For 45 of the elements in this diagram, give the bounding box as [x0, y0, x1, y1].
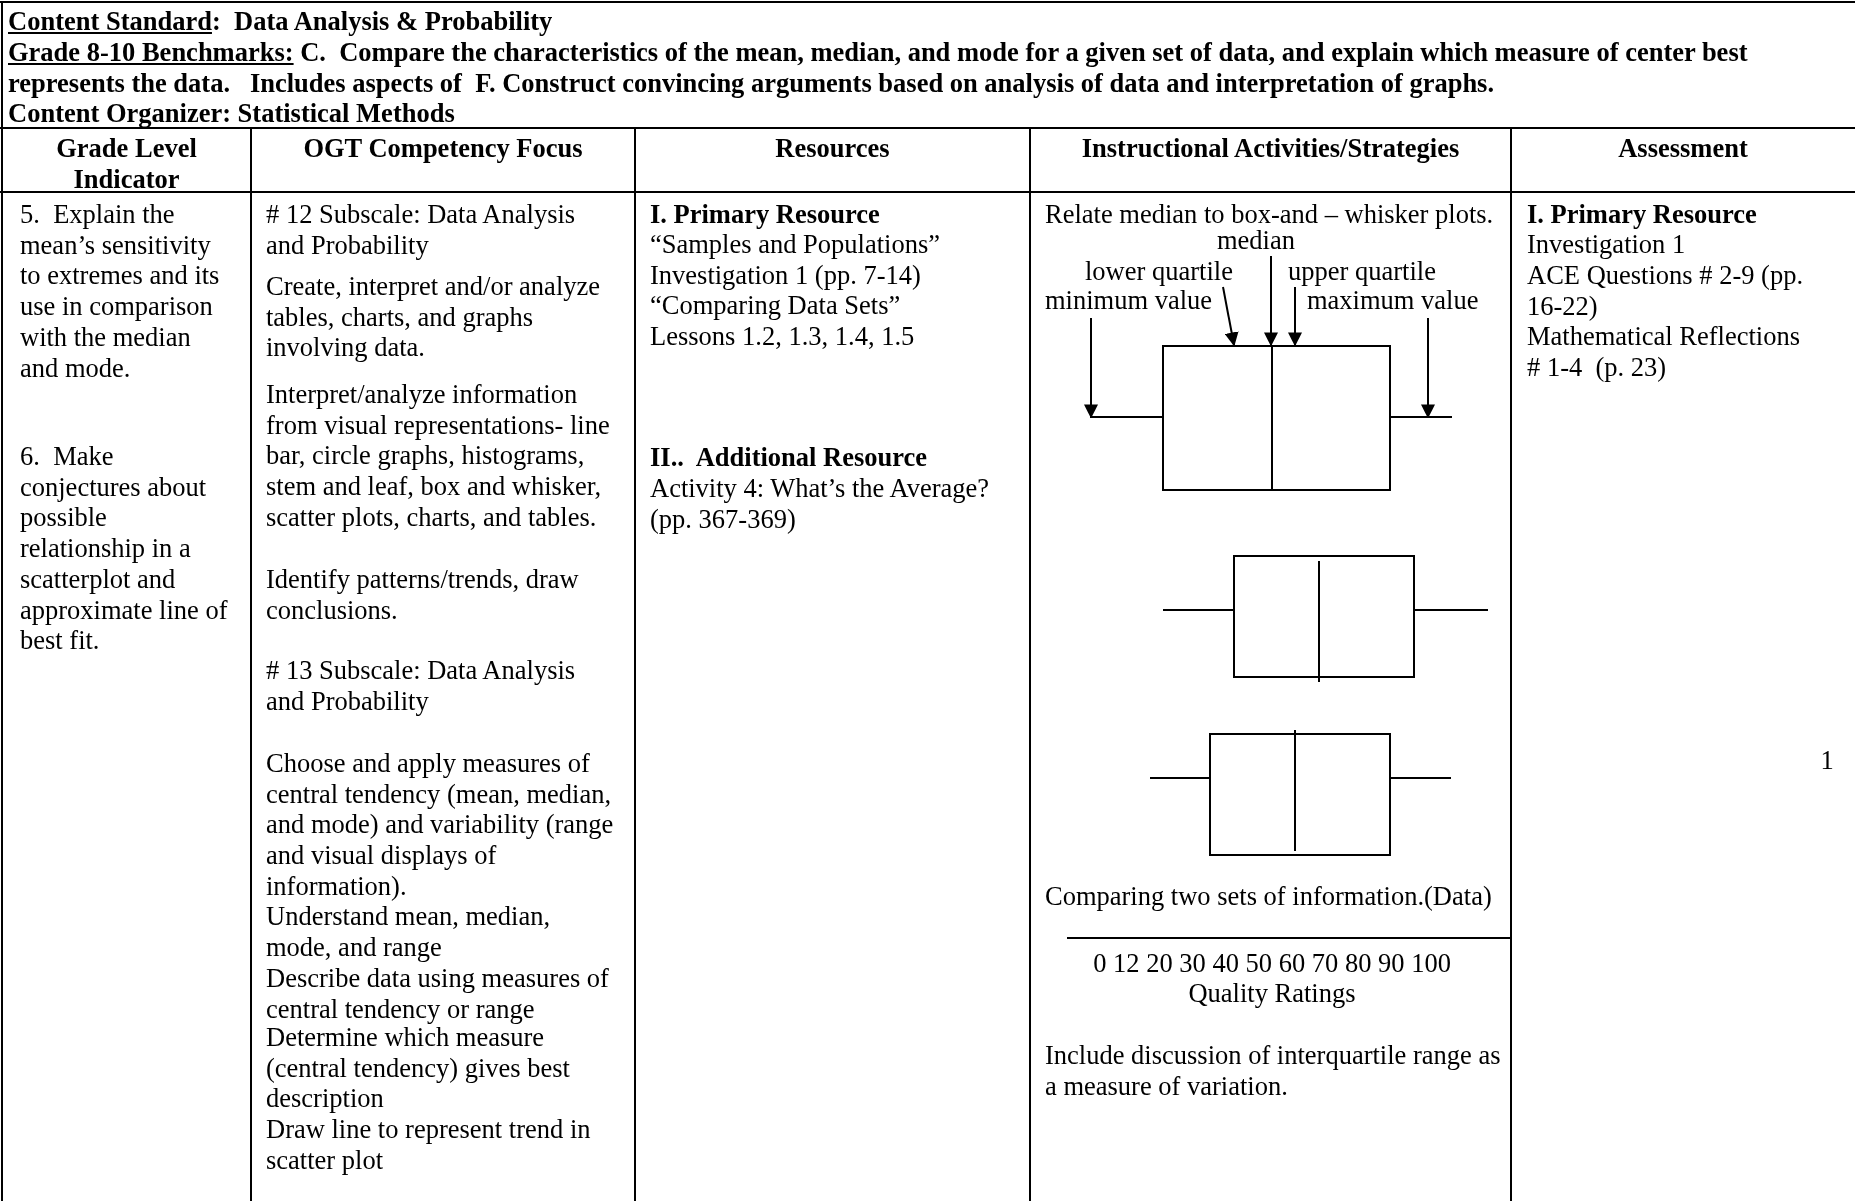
heading-text: Grade 8-10 Benchmarks: C. Compare the characteristics of the mean, median, and mode for a given set of data, and explain which measure of center best represents the data. Includes aspects of F. Construct convincing arguments based on analysis of data and interpretation of graphs.: [8, 37, 1749, 99]
cell-text: Investigation 1: [1527, 229, 1687, 260]
cell-text: # 13 Subscale: Data Analysis and Probability: [266, 655, 577, 717]
cell-text: Mathematical Reflections # 1-4 (p. 23): [1527, 321, 1801, 383]
cell-text: Describe data using measures of central tendency or range: [266, 963, 610, 1025]
cell-text: “Samples and Populations”: [650, 229, 941, 260]
cell-text: Identify patterns/trends, draw conclusions.: [266, 564, 580, 626]
cell-text: ACE Questions # 2-9 (pp. 16-22): [1527, 260, 1805, 322]
axis-tick-labels: 0 12 20 30 40 50 60 70 80 90 100: [1092, 948, 1452, 979]
cell-text: Interpret/analyze information from visual representations- line bar, circle graphs, histograms, stem and leaf, box and whisker, scatter plots, charts, and tables.: [266, 379, 611, 533]
cell-text: Comparing two sets of information.(Data): [1045, 881, 1493, 912]
cell-text: I. Primary Resource: [650, 199, 881, 230]
cell-text: “Comparing Data Sets”: [650, 290, 902, 321]
column-header: Grade Level Indicator: [55, 133, 198, 195]
leader-line: [1288, 286, 1302, 347]
heading-text: Content Organizer: Statistical Methods: [8, 98, 456, 129]
leader-line: [1084, 317, 1098, 419]
column-header: Resources: [774, 133, 891, 164]
cell-text: II.. Additional Resource: [650, 442, 929, 473]
cell-text: 6. Make conjectures about possible relationship in a scatterplot and approximate line of best fit.: [20, 441, 229, 656]
cell-text: Create, interpret and/or analyze tables, charts, and graphs involving data.: [266, 271, 602, 364]
heading-text: Content Standard: Data Analysis & Probability: [8, 6, 554, 37]
annotation-text: minimum value: [1045, 285, 1213, 316]
cell-text: # 12 Subscale: Data Analysis and Probability: [266, 199, 577, 261]
leader-line: [1421, 317, 1435, 419]
box-plot-drawing: [1089, 345, 1453, 491]
column-header: OGT Competency Focus: [302, 133, 584, 164]
cell-text: Lessons 1.2, 1.3, 1.4, 1.5: [650, 321, 916, 352]
axis-title: Quality Ratings: [1187, 978, 1357, 1009]
column-header: Instructional Activities/Strategies: [1080, 133, 1461, 164]
annotation-text: maximum value: [1307, 285, 1479, 316]
page-number: 1: [1819, 745, 1835, 776]
leader-line: [1222, 286, 1239, 347]
cell-text: I. Primary Resource: [1527, 199, 1758, 230]
annotation-text: lower quartile: [1085, 256, 1233, 287]
cell-text: Include discussion of interquartile range as a measure of variation.: [1045, 1040, 1502, 1102]
cell-text: Choose and apply measures of central tendency (mean, median, and mode) and variability (range and visual displays of information).: [266, 748, 615, 902]
cell-text: 5. Explain the mean’s sensitivity to extremes and its use in comparison with the median and mode.: [20, 199, 221, 384]
annotation-text: upper quartile: [1288, 256, 1436, 287]
cell-text: Draw line to represent trend in scatter plot: [266, 1114, 592, 1176]
cell-text: Activity 4: What’s the Average? (pp. 367-369): [650, 473, 990, 535]
leader-line: [1264, 255, 1278, 347]
column-header: Assessment: [1617, 133, 1749, 164]
cell-text: Understand mean, median, mode, and range: [266, 901, 552, 963]
cell-text: Investigation 1 (pp. 7-14): [650, 260, 922, 291]
